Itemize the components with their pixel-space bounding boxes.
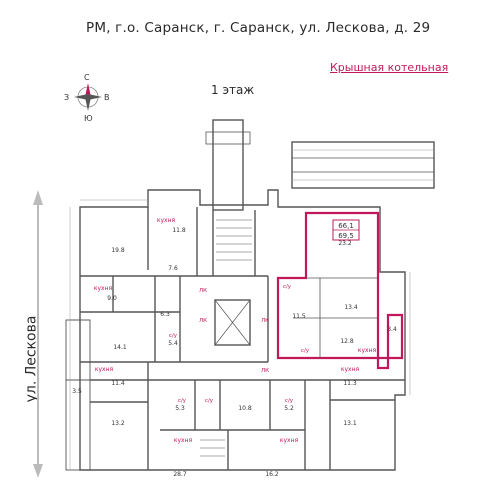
room-label: кухня — [341, 366, 360, 373]
floor-label: 1 этаж — [211, 83, 255, 97]
roof-boiler-link[interactable]: Крышная котельная — [330, 61, 449, 74]
stair-tag: ЛК — [199, 318, 207, 324]
highlighted-unit-outline — [276, 211, 404, 370]
room-label: кухня — [280, 437, 299, 444]
wc-label: с/у — [205, 398, 214, 404]
room-area: 11.5 — [292, 313, 306, 320]
room-area: 3.5 — [72, 388, 82, 395]
wc-labels: с/у с/у с/у с/у с/у с/у — [169, 284, 310, 404]
room-label: кухня — [358, 347, 377, 354]
room-area: 13.4 — [344, 304, 358, 311]
stair-tag: ЛК — [261, 368, 269, 374]
building-walls — [65, 119, 435, 471]
room-area: 5.4 — [168, 340, 178, 347]
wc-label: с/у — [169, 333, 178, 339]
room-area: 12.8 — [340, 338, 354, 345]
highlight-badge: 66,1 69,5 — [332, 219, 360, 241]
room-area: 16.2 — [265, 471, 279, 478]
compass-east: В — [104, 93, 110, 102]
compass-south: Ю — [84, 114, 93, 123]
room-area: 5.3 — [175, 405, 185, 412]
room-area: 19.8 — [111, 247, 125, 254]
room-labels: кухня 11.8 19.8 23.2 кухня 9.0 6.3 7.6 1… — [72, 217, 397, 478]
address-title: РМ, г.о. Саранск, г. Саранск, ул. Лесков… — [86, 20, 431, 36]
room-label: кухня — [95, 366, 114, 373]
room-area: 7.6 — [168, 265, 178, 272]
room-area: 11.8 — [172, 227, 186, 234]
stair-tag: ЛК — [261, 318, 269, 324]
room-area: 28.7 — [173, 471, 187, 478]
room-area: 6.3 — [160, 311, 170, 318]
room-area: 5.2 — [284, 405, 294, 412]
room-area: 10.8 — [238, 405, 252, 412]
wc-label: с/у — [283, 284, 292, 290]
room-area: 13.2 — [111, 420, 125, 427]
compass-west: З — [64, 93, 69, 102]
room-label: кухня — [174, 437, 193, 444]
street-arrow-icon — [33, 190, 43, 478]
room-area: 9.0 — [107, 295, 117, 302]
room-area: 14.1 — [113, 344, 127, 351]
highlight-room-area: 69,5 — [338, 232, 354, 240]
dimension-ticks — [69, 149, 434, 470]
wc-label: с/у — [301, 348, 310, 354]
room-area: 11.4 — [111, 380, 125, 387]
room-label: кухня — [157, 217, 176, 224]
highlight-room-number: 66,1 — [338, 222, 354, 230]
wc-label: с/у — [285, 398, 294, 404]
room-area: 3.4 — [387, 326, 397, 333]
room-area: 11.3 — [343, 380, 357, 387]
room-area: 23.2 — [338, 240, 352, 247]
room-label: кухня — [94, 285, 113, 292]
stair-tags: ЛК ЛК ЛК ЛК — [199, 288, 269, 374]
compass-north: С — [84, 73, 90, 82]
compass-icon: С В Ю З — [64, 73, 110, 123]
room-area: 13.1 — [343, 420, 357, 427]
stair-tag: ЛК — [199, 288, 207, 294]
wc-label: с/у — [178, 398, 187, 404]
